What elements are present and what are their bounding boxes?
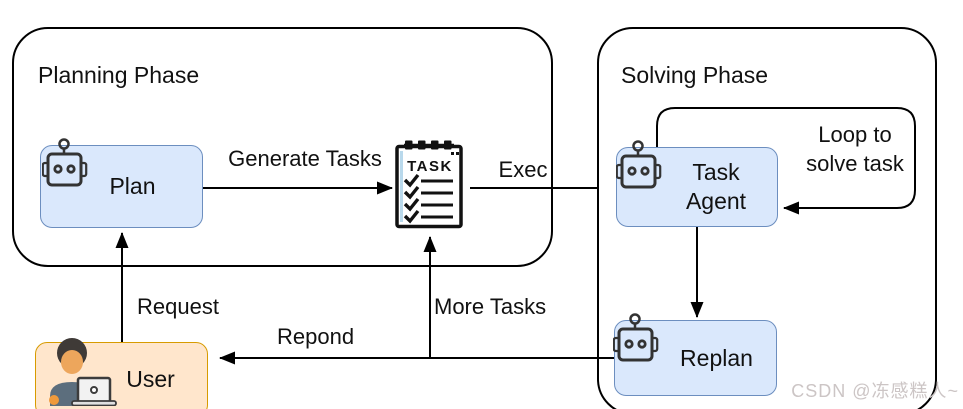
plan-node: Plan <box>40 145 203 228</box>
replan-label: Replan <box>680 344 753 371</box>
task-agent-node: Task Agent <box>616 147 778 227</box>
planning-phase-container <box>12 27 553 267</box>
solving-phase-container <box>597 27 937 409</box>
plan-label: Plan <box>109 173 156 200</box>
user-node: User <box>35 342 208 409</box>
more-tasks-label: More Tasks <box>434 294 547 319</box>
watermark: CSDN @冻感糕人~ <box>791 381 959 401</box>
solving-phase-title: Solving Phase <box>621 62 769 88</box>
repond-label: Repond <box>277 324 355 349</box>
request-label: Request <box>137 294 219 319</box>
replan-node: Replan <box>614 320 777 396</box>
generate-tasks-label: Generate Tasks <box>228 146 382 171</box>
planning-phase-title: Planning Phase <box>38 62 200 88</box>
task-agent-label: Task Agent <box>685 159 747 214</box>
user-label: User <box>126 366 175 393</box>
exec-label: Exec <box>498 157 548 182</box>
loop-label: Loop to solve task <box>806 122 904 176</box>
